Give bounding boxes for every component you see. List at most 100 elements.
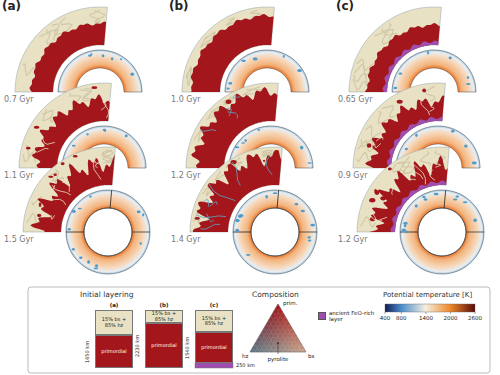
cold-slab [393,87,397,89]
core-boundary [251,208,299,256]
cold-slab [78,208,82,210]
mixing-strand [101,102,106,111]
cold-slab [310,224,315,227]
time-label: 0.65 Gyr [338,95,373,104]
time-label: 0.9 Gyr [338,171,368,180]
mixing-strand [435,164,440,167]
detached-blob [397,100,403,104]
time-label: 1.0 Gyr [171,95,201,104]
time-label: 1.2 Gyr [171,171,201,180]
mixing-strand [227,112,237,119]
legend-heading: Potential temperature [K] [383,291,472,299]
mixing-strand [63,182,70,192]
legend-heading: Initial layering [80,291,134,300]
depth-label: 2230 km [135,334,141,356]
cold-slab [125,134,128,137]
mixing-strand [375,144,381,148]
depth-label: 1650 km [85,340,91,362]
quadrant-line [66,232,84,233]
layer-box: 15% bs + 85% hz [145,310,183,323]
cold-slab [472,162,477,165]
cold-slab [422,196,425,199]
ternary-label: bs [308,353,314,359]
mixing-streak [194,131,201,141]
mixing-strand [414,164,426,184]
detached-blob [53,173,56,176]
cold-slab [253,57,258,60]
cold-slab [273,192,278,194]
detached-blob [195,217,200,220]
mixing-strand [408,178,416,180]
cold-slab [102,54,105,57]
legend-heading: Composition [252,291,299,300]
cold-slab [308,239,312,241]
quadrant-line [400,232,418,233]
mixing-streak [102,150,113,163]
mixing-streak [420,151,430,166]
quadrant-line [233,232,251,233]
cold-slab [137,210,141,213]
mixing-streak [103,150,113,164]
cold-slab [449,57,452,60]
ternary-cell [285,320,290,324]
ternary-cell [301,348,306,352]
detached-blob [73,155,78,157]
mixing-streak [358,141,374,152]
detached-blob [380,196,386,200]
mixing-strand [34,148,48,152]
mixing-strand [411,166,423,179]
cold-slab [300,146,303,150]
cold-slab [140,242,142,245]
cold-slab [79,256,82,259]
cold-slab [307,162,311,164]
time-label: 1.5 Gyr [4,235,34,244]
mixing-streak [398,162,411,173]
mixing-strand [196,215,226,218]
mixing-streak [243,89,254,95]
ternary-cell [278,308,283,312]
ternary-cell [280,312,285,316]
layer-box: primordial [95,335,133,368]
mixing-strand [226,108,232,116]
mixing-streak [386,24,397,36]
cold-slab [94,268,99,270]
cold-slab [241,142,245,144]
mixing-strand [232,162,240,185]
mixing-strand [430,107,435,112]
cold-slab [235,219,239,222]
cold-slab [307,236,311,238]
detached-blob [388,167,392,170]
mixing-strand [201,224,221,229]
cold-slab [72,145,76,147]
time-label: 1.2 Gyr [338,235,368,244]
mixing-strand [391,186,393,194]
layer-box: primordial [145,323,183,368]
cold-slab [401,228,406,231]
cold-slab [120,58,122,60]
quadrant-line [110,190,112,208]
mixing-streak [43,110,54,123]
layer-box: primordial [195,332,233,363]
column-label: (c) [210,302,218,308]
cold-slab [257,129,260,131]
composition-panel [190,147,282,232]
ternary-cell [283,316,288,320]
cold-slab [95,264,98,267]
layer-box: 15% bs + 85% hz [95,310,133,335]
layer-text: primordial [200,345,228,351]
mixing-strand [233,94,240,98]
legend-swatch [318,312,326,320]
mixing-streak [382,106,396,118]
layer-text: primordial [150,343,178,349]
cold-slab [87,260,90,264]
tick-label: 1400 [419,315,433,321]
ternary-cell [276,304,281,308]
cold-slab [297,69,302,72]
mixing-streak [378,112,389,124]
core-boundary [418,208,466,256]
tick-label: 800 [396,315,407,321]
cold-slab [473,218,477,221]
panel-label: (a) [2,0,21,14]
temperature-ring [233,190,317,274]
mixing-streak [425,86,435,101]
